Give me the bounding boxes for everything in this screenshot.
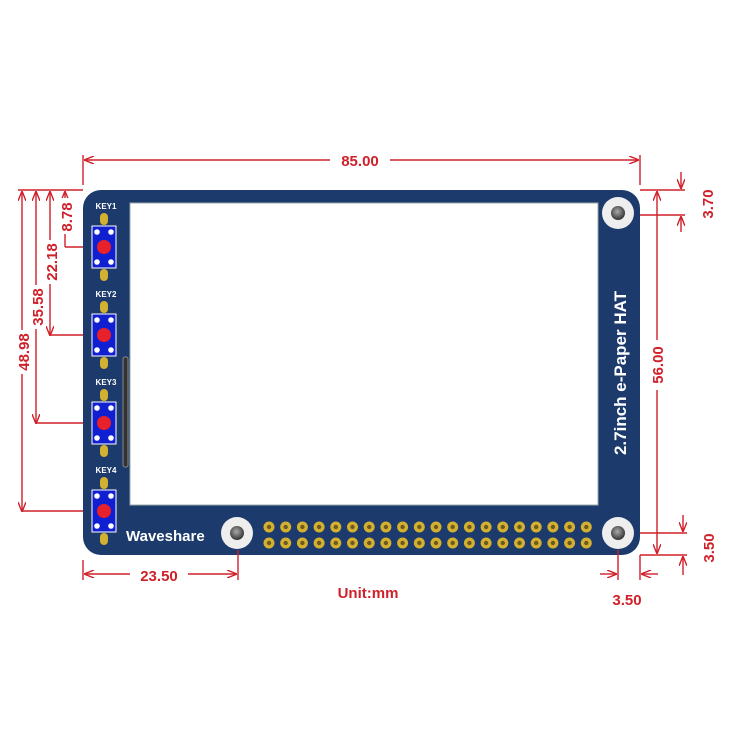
gpio-header bbox=[263, 521, 592, 549]
header-pin bbox=[580, 521, 592, 533]
header-pin bbox=[447, 537, 459, 549]
key-button-2: KEY2 bbox=[91, 290, 117, 369]
header-pin bbox=[547, 537, 559, 549]
key-label: KEY2 bbox=[96, 290, 117, 299]
button-cap bbox=[97, 416, 111, 430]
key-label: KEY4 bbox=[96, 466, 117, 475]
header-pin bbox=[296, 537, 308, 549]
header-pin bbox=[280, 521, 292, 533]
header-pin bbox=[480, 537, 492, 549]
header-pin bbox=[313, 537, 325, 549]
mounting-hole bbox=[602, 197, 634, 229]
header-pin bbox=[514, 521, 525, 533]
header-pin bbox=[363, 521, 375, 533]
header-pin bbox=[514, 537, 525, 549]
key-label: KEY3 bbox=[96, 378, 117, 387]
key3-offset-dimension: 35.58 bbox=[30, 288, 47, 326]
bottom-hole-margin-x-dimension: 3.50 bbox=[612, 592, 641, 609]
header-pin bbox=[263, 537, 275, 549]
header-pin bbox=[480, 521, 492, 533]
header-pin bbox=[380, 521, 392, 533]
key1-offset-dimension: 8.78 bbox=[59, 202, 76, 231]
header-pin bbox=[547, 521, 559, 533]
header-pin bbox=[430, 537, 442, 549]
header-pin bbox=[380, 537, 392, 549]
solder-pad bbox=[100, 389, 108, 401]
solder-pad bbox=[100, 213, 108, 225]
header-pin bbox=[296, 521, 308, 533]
header-pin bbox=[530, 521, 542, 533]
header-pin bbox=[397, 521, 409, 533]
button-cap bbox=[97, 328, 111, 342]
hole-offset-dimension: 23.50 bbox=[140, 568, 178, 585]
key-button-4: KEY4 bbox=[91, 466, 117, 545]
header-pin bbox=[430, 521, 442, 533]
solder-pad bbox=[100, 301, 108, 313]
header-pin bbox=[463, 537, 475, 549]
top-hole-margin-dimension: 3.70 bbox=[700, 189, 717, 218]
header-pin bbox=[447, 521, 459, 533]
header-pin bbox=[463, 521, 475, 533]
header-pin bbox=[280, 537, 292, 549]
header-pin bbox=[564, 537, 576, 549]
header-pin bbox=[413, 537, 425, 549]
key2-offset-dimension: 22.18 bbox=[44, 243, 61, 281]
brand-label: Waveshare bbox=[126, 528, 205, 545]
solder-pad bbox=[100, 533, 108, 545]
header-pin bbox=[330, 521, 342, 533]
header-pin bbox=[330, 537, 342, 549]
header-pin bbox=[313, 521, 325, 533]
solder-pad bbox=[100, 477, 108, 489]
solder-pad bbox=[100, 269, 108, 281]
button-cap bbox=[97, 240, 111, 254]
solder-pad bbox=[100, 445, 108, 457]
header-pin bbox=[413, 521, 425, 533]
fpc-connector bbox=[122, 356, 129, 468]
mounting-hole bbox=[221, 517, 253, 549]
header-pin bbox=[363, 537, 375, 549]
key-button-3: KEY3 bbox=[91, 378, 117, 457]
key-label: KEY1 bbox=[96, 202, 117, 211]
bottom-hole-margin-y-dimension: 3.50 bbox=[701, 533, 718, 562]
header-pin bbox=[564, 521, 576, 533]
header-pin bbox=[530, 537, 542, 549]
header-pin bbox=[347, 537, 358, 549]
header-pin bbox=[580, 537, 592, 549]
header-pin bbox=[397, 537, 409, 549]
button-cap bbox=[97, 504, 111, 518]
solder-pad bbox=[100, 357, 108, 369]
dimensions: 85.00 8.78 22.18 35.58 48.98 23.50 Unit:… bbox=[15, 150, 718, 609]
header-pin bbox=[497, 521, 509, 533]
header-pin bbox=[497, 537, 509, 549]
height-dimension: 56.00 bbox=[650, 346, 667, 384]
width-dimension: 85.00 bbox=[341, 153, 379, 170]
header-pin bbox=[263, 521, 275, 533]
key4-offset-dimension: 48.98 bbox=[16, 333, 33, 371]
unit-label: Unit:mm bbox=[338, 585, 399, 602]
header-pin bbox=[347, 521, 358, 533]
e-paper-screen bbox=[129, 202, 599, 506]
mounting-hole bbox=[602, 517, 634, 549]
product-title: 2.7inch e-Paper HAT bbox=[611, 290, 630, 455]
key-button-1: KEY1 bbox=[91, 202, 117, 281]
